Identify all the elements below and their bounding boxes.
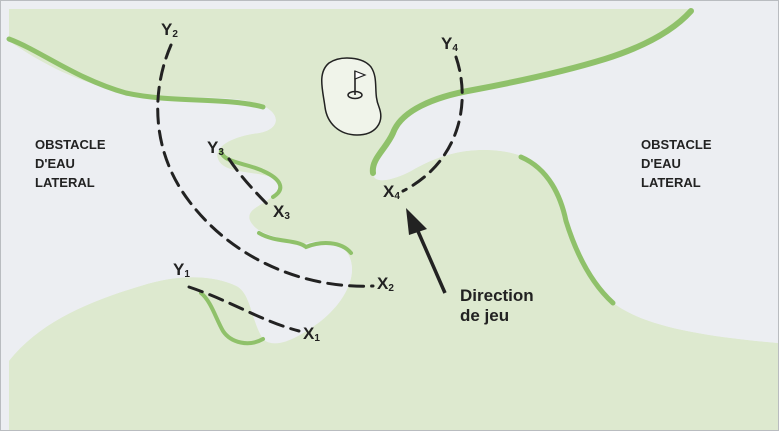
obstacle-left-label: OBSTACLE D'EAU LATERAL xyxy=(35,137,106,190)
line-y4-x4 xyxy=(401,55,464,193)
reference-lines xyxy=(156,43,464,333)
svg-text:LATERAL: LATERAL xyxy=(641,175,701,190)
svg-text:Direction: Direction xyxy=(460,286,534,305)
putting-green xyxy=(321,57,382,136)
marker-y3: Y3 xyxy=(207,138,224,158)
line-y3-x3 xyxy=(227,157,273,210)
flag-icon xyxy=(347,70,367,100)
marker-x4: X4 xyxy=(383,182,400,202)
direction-arrow-icon xyxy=(406,208,447,294)
marker-y4: Y4 xyxy=(441,34,458,54)
marker-x1: X1 xyxy=(303,324,320,344)
obstacle-right-label: OBSTACLE D'EAU LATERAL xyxy=(641,137,712,190)
svg-text:OBSTACLE: OBSTACLE xyxy=(641,137,712,152)
line-y1-x1 xyxy=(187,285,301,333)
svg-text:LATERAL: LATERAL xyxy=(35,175,95,190)
svg-text:D'EAU: D'EAU xyxy=(35,156,75,171)
marker-y2: Y2 xyxy=(161,20,178,40)
marker-x3: X3 xyxy=(273,202,290,222)
svg-text:de jeu: de jeu xyxy=(460,306,509,325)
marker-x2: X2 xyxy=(377,274,394,294)
svg-text:OBSTACLE: OBSTACLE xyxy=(35,137,106,152)
line-y2-x2 xyxy=(156,43,375,288)
fairway xyxy=(9,9,778,430)
play-direction-label: Direction de jeu xyxy=(460,286,534,325)
marker-y1: Y1 xyxy=(173,260,190,280)
svg-text:D'EAU: D'EAU xyxy=(641,156,681,171)
